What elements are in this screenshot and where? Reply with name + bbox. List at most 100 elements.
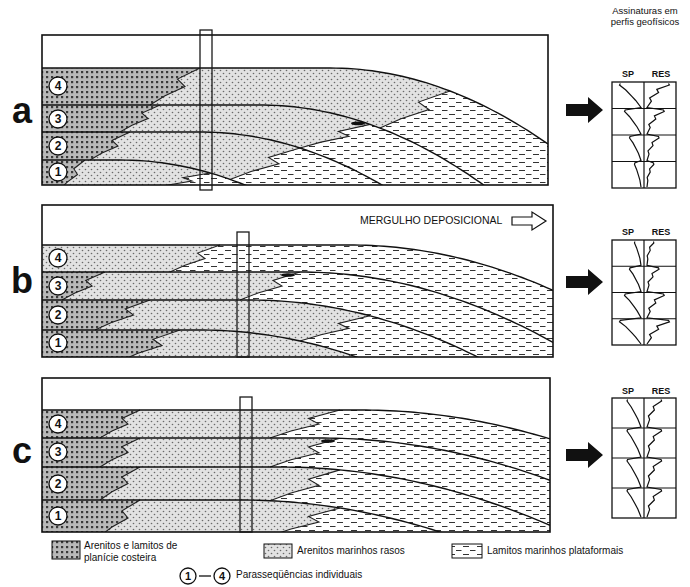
shallow-sand-fill [42, 500, 340, 532]
facies-boundary [150, 68, 200, 105]
callout-number: 4 [48, 418, 68, 430]
legend-text: Parasseqüências individuais [236, 569, 362, 580]
shallow-sand-fill [42, 467, 340, 501]
facies-boundary [270, 470, 340, 501]
log-name: SP [622, 386, 634, 396]
callout-number: 4 [48, 252, 68, 264]
log-divider [612, 488, 676, 489]
coal-lens [321, 439, 335, 443]
log-divider [612, 135, 676, 136]
shelf-mud-fill [42, 68, 548, 185]
facies-boundary [270, 438, 340, 467]
coastal-plain-fill [42, 160, 85, 185]
shallow-sand-fill [42, 245, 220, 272]
log-box [612, 398, 676, 518]
flooding-surface [42, 245, 553, 290]
callout-number: 3 [48, 113, 68, 125]
log-box [612, 240, 676, 345]
facies-boundary [100, 467, 140, 500]
log-name-box: RES [644, 227, 678, 237]
log-name-box: SP [612, 386, 644, 396]
shallow-sand-fill [42, 410, 340, 438]
circle-shape [49, 334, 67, 352]
legend-text: Lamitos marinhos plataformais [487, 545, 623, 556]
callout-number: 1 [179, 571, 197, 582]
coal-lens [281, 273, 295, 277]
parasequence-circle: 1 [48, 333, 68, 353]
parasequence-circle: 4 [213, 567, 231, 585]
sp-log-curve [627, 400, 641, 518]
circle-shape [180, 568, 196, 584]
parasequence-circle: 1 [48, 162, 68, 182]
sp-log-curve [620, 242, 642, 345]
dip-label-box: MERGULHO DEPOSICIONAL [360, 214, 502, 226]
flooding-surface [42, 410, 550, 439]
callout-number: 2 [48, 478, 68, 490]
flooding-surface [42, 467, 550, 525]
parasequence-circle: 1 [48, 506, 68, 526]
legend-text-box: Arenitos marinhos rasos [297, 545, 405, 557]
circle-shape [49, 163, 67, 181]
facies-boundary [100, 500, 140, 532]
callout-number: 1 [48, 337, 68, 349]
coastal-plain-fill [42, 330, 180, 357]
callout-number: 1 [48, 510, 68, 522]
flooding-surface [42, 438, 550, 480]
panel-strata [42, 410, 550, 532]
callout-number: 4 [213, 571, 231, 582]
panel-frame [42, 35, 548, 185]
coastal-plain-fill [42, 438, 140, 467]
legend-text: Arenitos e lamitos de planície costeira [84, 540, 177, 563]
facies-boundary [120, 105, 160, 132]
log-name-box: RES [644, 386, 678, 396]
coal-lens [351, 122, 365, 126]
log-name-box: RES [644, 69, 678, 79]
facies-boundary [270, 508, 340, 532]
log-name: SP [622, 69, 634, 79]
facies-boundary [100, 410, 140, 438]
panel-letter: c [12, 430, 32, 471]
facies-boundary [150, 173, 210, 185]
circle-shape [49, 507, 67, 525]
log-name-box: SP [612, 69, 644, 79]
flooding-surface [42, 272, 553, 342]
panel-strata [42, 245, 553, 357]
legend-dash [199, 575, 211, 576]
legend-swatch [52, 541, 80, 559]
flooding-surface [42, 500, 550, 532]
panel-frame [42, 205, 553, 357]
flooding-surface [42, 330, 553, 357]
facies-boundary [230, 148, 300, 179]
circle-shape [49, 306, 67, 324]
facies-boundary [120, 330, 180, 357]
circle-shape [214, 568, 230, 584]
flooding-surface [42, 160, 548, 185]
circle-shape [49, 443, 67, 461]
facies-boundary [62, 272, 105, 300]
callout-number: 2 [48, 140, 68, 152]
callout-number: 3 [48, 280, 68, 292]
shallow-sand-fill [42, 272, 300, 300]
shallow-sand-fill [42, 68, 450, 128]
panel-letter: b [11, 260, 33, 301]
resistivity-log-curve [647, 84, 669, 188]
block-arrow [566, 97, 603, 123]
coastal-plain-fill [42, 68, 200, 105]
sp-log-curve [620, 84, 642, 188]
dip-arrow [512, 212, 546, 230]
flooding-surface [42, 105, 548, 185]
well-column [240, 397, 252, 532]
column-heading: Assinaturas em perfis geofísicos [611, 5, 680, 27]
legend-text-box: Parasseqüências individuais [236, 569, 362, 581]
parasequence-circle: 4 [48, 76, 68, 96]
shelf-mud-fill [42, 245, 553, 342]
log-name: RES [652, 227, 671, 237]
log-divider [612, 292, 676, 293]
circle-shape [49, 475, 67, 493]
callout-number: 4 [48, 80, 68, 92]
callout-number: 2 [48, 309, 68, 321]
parasequence-circle: 3 [48, 109, 68, 129]
callout-number: 3 [48, 446, 68, 458]
panel-strata [42, 68, 548, 185]
panel-letter-box: c [4, 433, 40, 469]
